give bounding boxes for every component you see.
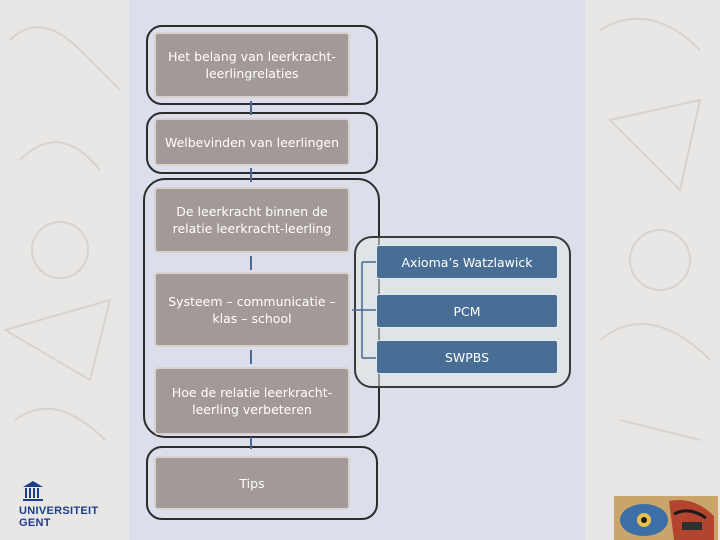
logo-line-2: GENT xyxy=(19,517,51,529)
box-pcm: PCM xyxy=(376,294,558,328)
connector-line xyxy=(250,350,252,364)
box-label: Tips xyxy=(239,475,265,491)
box-label: PCM xyxy=(453,303,481,319)
box-leerkracht-leerlingrelaties: Het belang van leerkracht-leerlingrelati… xyxy=(154,32,350,98)
box-swpbs: SWPBS xyxy=(376,340,558,374)
group-frame-1 xyxy=(146,25,378,105)
artwork-thumbnail xyxy=(614,496,718,540)
box-tips: Tips xyxy=(154,456,350,510)
box-label: Systeem – communicatie – klas – school xyxy=(168,293,336,326)
logo-line-1: UNIVERSITEIT xyxy=(19,505,99,517)
university-logo-icon xyxy=(23,481,43,501)
box-label: SWPBS xyxy=(444,349,490,365)
box-relatie-verbeteren: Hoe de relatie leerkracht-leerling verbe… xyxy=(154,367,350,435)
box-label: Welbevinden van leerlingen xyxy=(164,134,340,150)
box-systeem-communicatie: Systeem – communicatie – klas – school xyxy=(154,272,350,347)
box-welbevinden: Welbevinden van leerlingen xyxy=(154,118,350,166)
box-label: Hoe de relatie leerkracht-leerling verbe… xyxy=(171,385,333,417)
connector-line xyxy=(250,168,252,182)
box-axioma-watzlawick: Axioma’s Watzlawick xyxy=(376,245,558,279)
bracket-connector xyxy=(352,261,376,359)
connector-line xyxy=(250,256,252,270)
connector-line xyxy=(250,437,252,449)
connector-line xyxy=(250,101,252,115)
box-leerkracht-binnen-relatie: De leerkracht binnen de relatie leerkrac… xyxy=(154,187,350,253)
box-label: Het belang van leerkracht-leerlingrelati… xyxy=(168,49,336,81)
group-frame-2 xyxy=(146,112,378,174)
group-frame-tips xyxy=(146,446,378,520)
box-label: Axioma’s Watzlawick xyxy=(401,254,533,270)
box-label: De leerkracht binnen de relatie leerkrac… xyxy=(172,204,332,236)
